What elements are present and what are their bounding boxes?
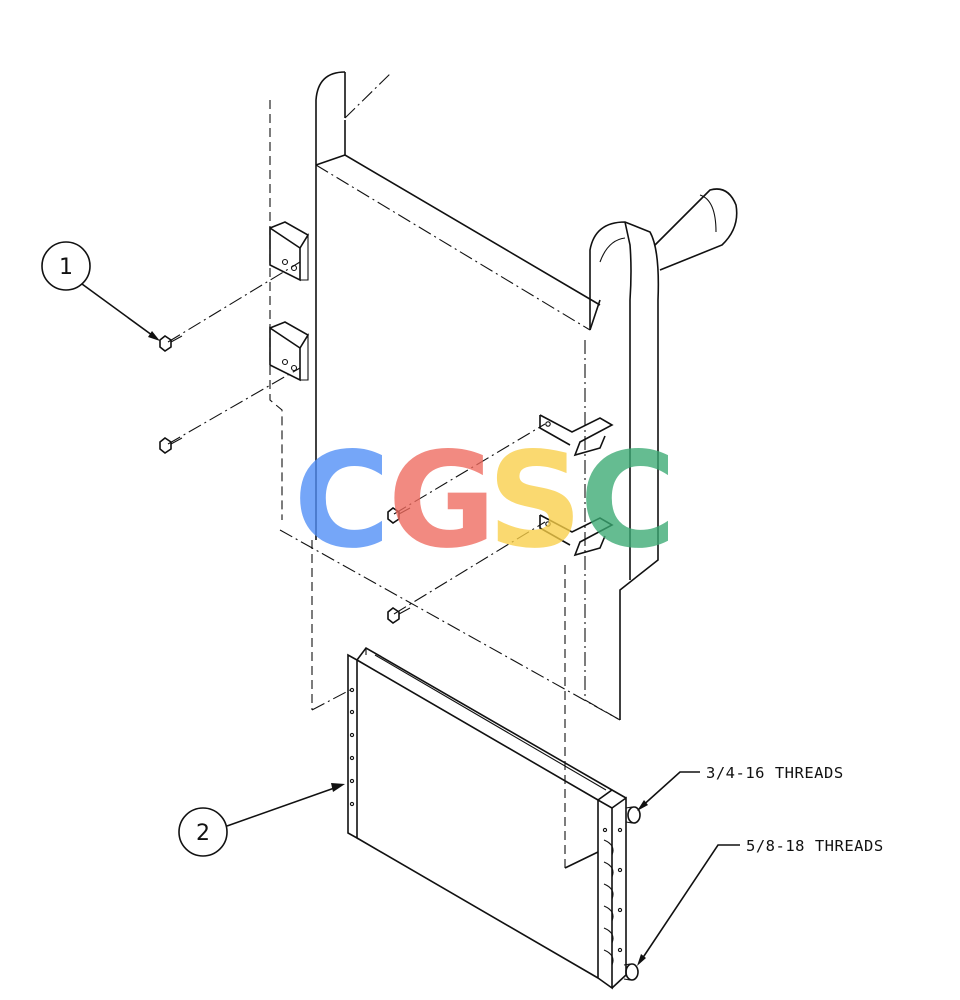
watermark-logo: C G S C bbox=[294, 424, 677, 578]
right-bracket-lower bbox=[539, 514, 614, 557]
bolt bbox=[387, 507, 411, 524]
watermark-letter-s: S bbox=[487, 424, 582, 578]
thread-note-lower-text: 5/8-18 THREADS bbox=[746, 837, 884, 855]
bolt bbox=[159, 437, 183, 454]
bolt bbox=[387, 607, 411, 624]
callout-1: 1 bbox=[41, 241, 160, 341]
mounting-bolts bbox=[159, 261, 546, 624]
thread-note-upper: 3/4-16 THREADS bbox=[637, 764, 844, 811]
outlet-fitting bbox=[623, 963, 639, 981]
right-bracket-upper bbox=[539, 414, 614, 457]
callout-2: 2 bbox=[178, 783, 345, 857]
callout-2-label: 2 bbox=[196, 821, 210, 846]
thread-note-upper-text: 3/4-16 THREADS bbox=[706, 764, 844, 782]
frame-housing bbox=[279, 71, 738, 721]
left-bracket-lower bbox=[269, 100, 310, 520]
thread-note-lower: 5/8-18 THREADS bbox=[637, 837, 884, 966]
left-bracket-upper bbox=[269, 221, 310, 282]
watermark-letter-c2: C bbox=[580, 424, 677, 578]
watermark-letter-g: G bbox=[388, 424, 496, 578]
bolt bbox=[159, 335, 183, 352]
watermark-letter-c1: C bbox=[294, 424, 391, 578]
condenser-core bbox=[347, 560, 641, 990]
callout-1-label: 1 bbox=[59, 255, 73, 280]
inlet-fitting bbox=[625, 806, 641, 824]
